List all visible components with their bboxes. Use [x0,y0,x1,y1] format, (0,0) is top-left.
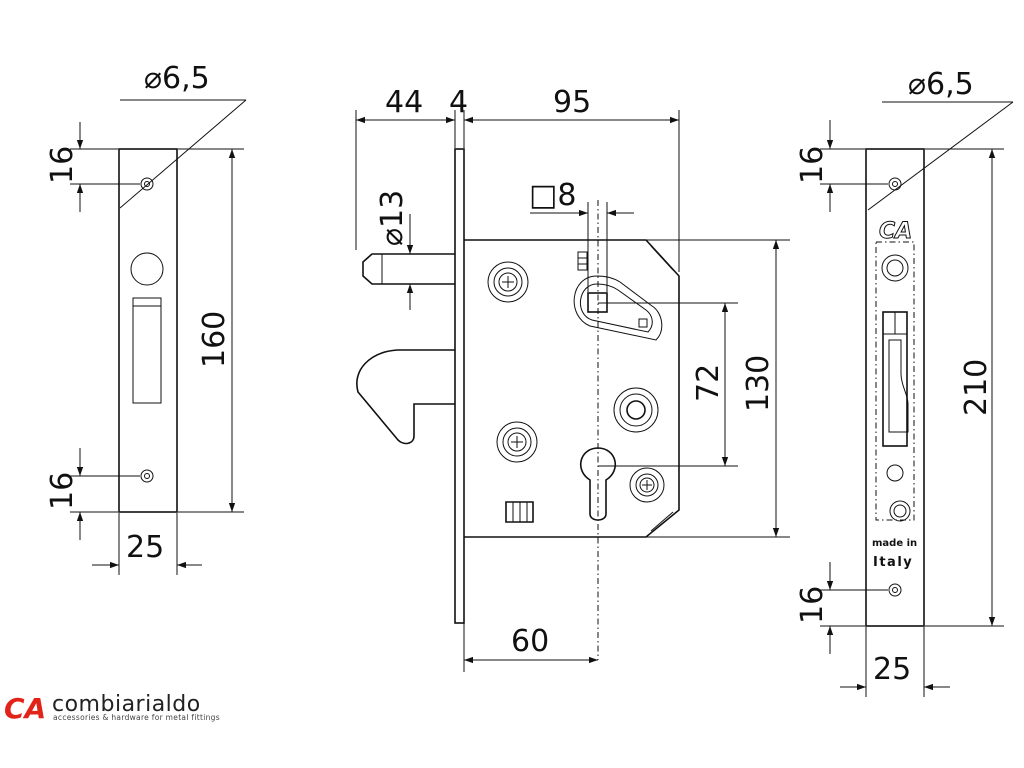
left-top-offset-label: 16 [45,146,80,184]
right-plate-top-hole-inner [892,181,898,187]
left-plate-top-hole [140,177,154,191]
right-hole-diameter-label: ⌀6,5 [908,67,974,102]
left-plate-slot-lip [132,297,162,307]
spindle-follower [573,251,663,341]
faceplate-thickness-label: 4 [449,85,468,120]
case-screw-bottom [496,421,538,463]
axis-distance-label: 72 [691,364,726,402]
right-plate-ring-inner [886,259,904,277]
right-plate-inner-outline [875,241,915,521]
case-height-label: 130 [741,355,776,412]
lock-case-outline [464,239,680,538]
brand-mark-icon: CA [4,692,46,724]
left-plate-bottom-hole-inner [144,473,150,479]
left-strike-plate: ⌀6,5 16 160 16 25 [45,61,247,575]
left-width-label: 25 [126,530,164,565]
left-hole-diameter-label: ⌀6,5 [144,61,210,96]
right-plate-stamp-line1: made in [872,538,917,549]
left-hole-leader [119,99,247,209]
right-height-label: 210 [959,359,994,416]
spindle-to-edge-label: 60 [511,624,549,659]
right-width-label: 25 [873,652,911,687]
right-faceplate: CA made in Italy ⌀6,5 16 210 [795,67,1014,697]
right-plate-bottom-hole-inner [892,587,898,593]
left-plate-top-hole-inner [144,181,150,187]
brand-name: combiarialdo [52,692,201,717]
brand-tagline: accessories & hardware for metal fitting… [53,713,220,722]
right-plate-hook-window [882,311,909,447]
right-plate-bottom-hole [888,583,902,597]
lock-body: 44 4 95 ⌀13 □8 72 130 60 [355,85,790,672]
left-plate-latch-slot [132,297,162,404]
right-plate-lower-hole [886,464,904,482]
lock-case-bevel-bottom [650,511,674,532]
spindle-square-label: □8 [529,178,576,213]
right-top-offset-label: 16 [795,146,830,184]
right-plate-lower-ring-inner [893,504,907,518]
hook-diameter-label: ⌀13 [375,190,410,246]
case-screw-top [487,261,529,303]
left-plate-outline [118,148,178,513]
case-width-label: 95 [553,85,591,120]
hook-bolt-hook [356,349,455,445]
left-bottom-offset-label: 16 [45,472,80,510]
brand-mark-text: CA [4,692,46,724]
right-hole-leader [867,101,1014,211]
right-plate-lower-ring-outer [889,500,911,522]
hook-bolt-shaft [362,253,455,285]
lock-case-bevel-top [650,245,674,271]
brand-logo: CA combiarialdo accessories & hardware f… [4,692,244,724]
right-plate-top-hole [888,177,902,191]
lock-faceplate [454,148,465,624]
right-plate-stamp-logo: CA [879,219,912,244]
case-round-pin [613,387,659,433]
right-plate-ring-outer [881,254,909,282]
latch-block [505,501,534,523]
right-bottom-offset-label: 16 [795,586,830,624]
backset-label: 44 [385,85,423,120]
case-screw-right [629,467,665,503]
left-plate-bottom-hole [140,469,154,483]
right-plate-outline [865,148,925,627]
right-plate-stamp-line2: Italy [873,555,913,570]
left-height-label: 160 [197,311,232,368]
left-plate-round-opening [130,252,164,286]
